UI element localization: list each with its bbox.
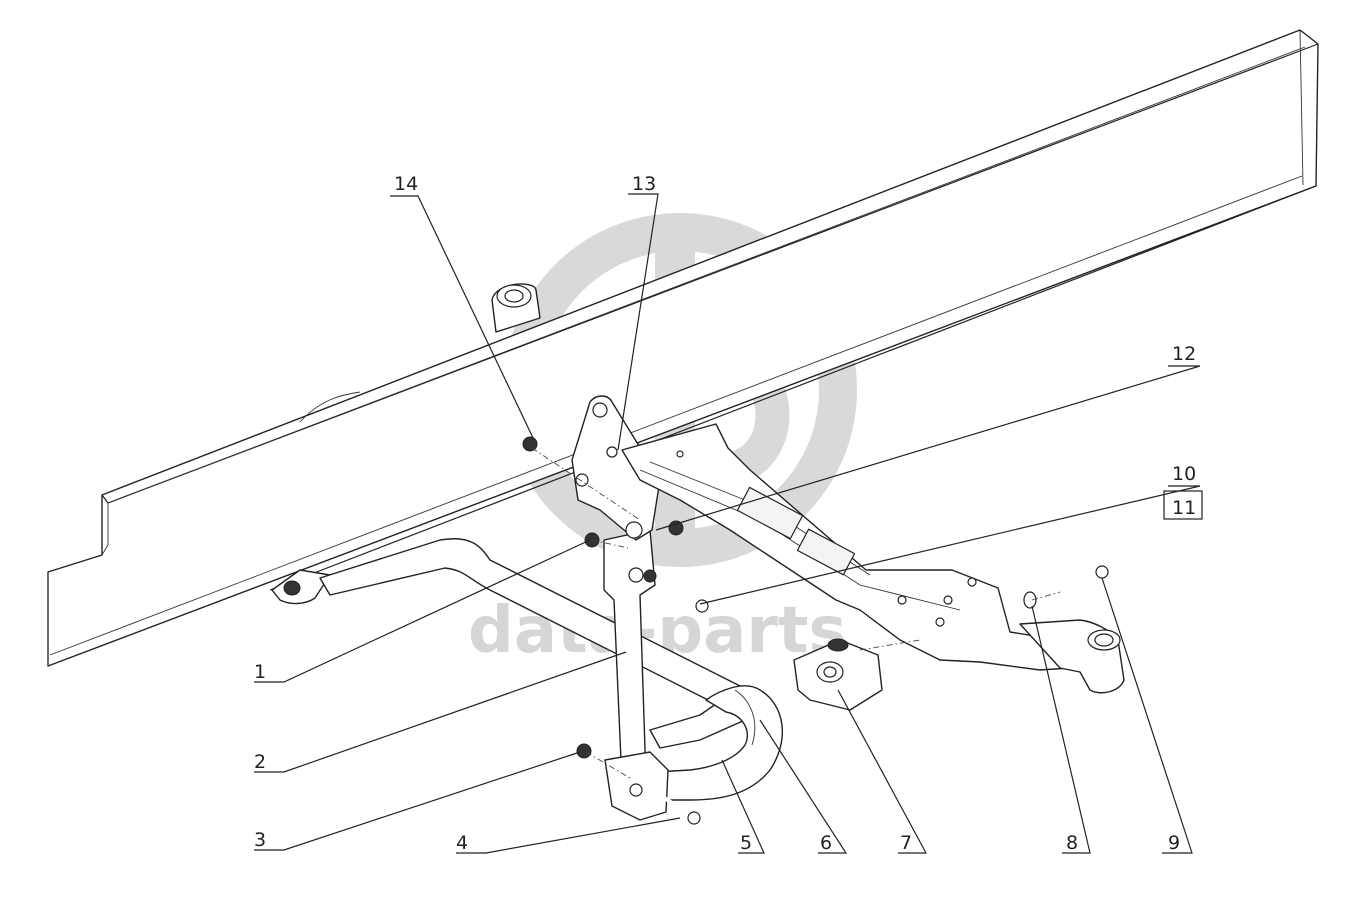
callout-8: 8 [1066,832,1078,854]
leader-lines [254,193,1203,854]
stabilizer-upper-bracket [571,395,661,541]
callout-9: 9 [1168,832,1180,854]
stabilizer-link [603,529,669,821]
callout-4: 4 [456,832,468,854]
axle-knuckle-end [1019,619,1125,694]
callout-13: 13 [632,173,656,195]
callout-10: 10 [1172,463,1196,485]
callout-11: 11 [1172,497,1196,519]
frame-rail [47,29,1319,667]
callout-14: 14 [394,173,418,195]
callout-2: 2 [254,751,266,773]
stabilizer-bar [319,538,783,801]
callout-12: 12 [1172,343,1196,365]
callout-1: 1 [254,661,266,683]
callout-6: 6 [820,832,832,854]
callout-5: 5 [740,832,752,854]
callout-3: 3 [254,829,266,851]
spring-bracket-rear [491,283,541,333]
front-axle-beam [621,423,1071,671]
callout-7: 7 [900,832,912,854]
stabilizer-clamp [793,638,883,711]
assembly-centerlines [531,447,1061,779]
callout-labels: 14 13 12 10 11 1 2 3 4 5 6 7 8 9 [254,173,1196,854]
